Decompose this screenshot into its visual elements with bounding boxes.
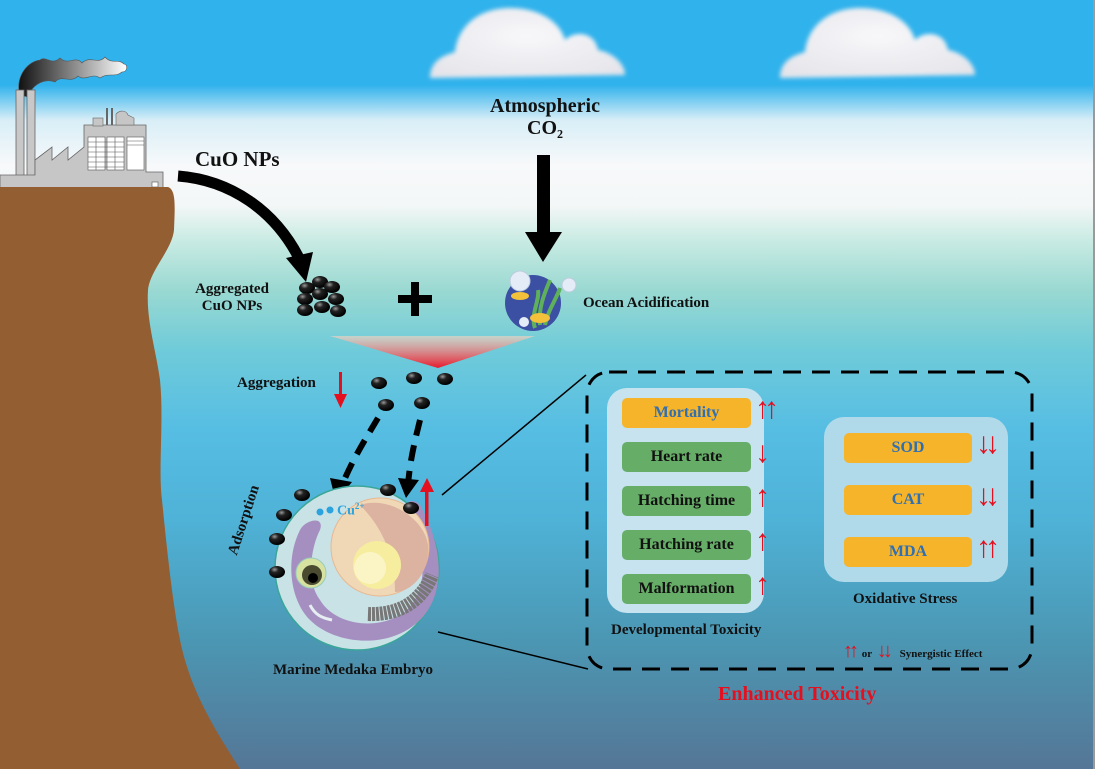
- cuo-nps-label: CuO NPs: [195, 147, 280, 171]
- cloud-icon: [780, 8, 975, 78]
- aggregated-nanoparticles-icon: [297, 276, 346, 317]
- legend-or-text: or: [861, 648, 873, 660]
- atmospheric-text: Atmospheric: [490, 95, 600, 117]
- factory-icon: [0, 56, 164, 189]
- synergistic-effect-legend: ↑↑ or ↓↓ Synergistic Effect: [843, 640, 982, 662]
- aggregated-cuo-text: CuO NPs: [201, 297, 263, 314]
- funnel-shape: [330, 336, 535, 368]
- co2-arrow-icon: [537, 155, 550, 235]
- increase-arrow-icon: ↑: [755, 480, 770, 513]
- plus-icon: [398, 282, 432, 316]
- decrease-arrow-icon: ↓↓: [976, 427, 1000, 460]
- aggregation-label: Aggregation: [237, 375, 316, 391]
- cloud-icon: [430, 8, 625, 78]
- cu-uptake-up-arrow-icon: [420, 478, 434, 526]
- toxicity-dashed-box: [585, 370, 1034, 671]
- curved-arrow-icon: [177, 170, 305, 263]
- indicator-heart-rate: Heart rate: [622, 442, 751, 472]
- double-up-arrow-icon: ↑↑: [843, 640, 859, 662]
- zoom-connector-line: [437, 631, 589, 670]
- indicator-hatching-time: Hatching time: [622, 486, 751, 516]
- legend-text: Synergistic Effect: [899, 648, 983, 660]
- aggregated-cuo-label: Aggregated CuO NPs: [182, 281, 282, 314]
- co2-text: CO₂: [527, 117, 563, 139]
- nanoparticle-icon: [371, 372, 453, 411]
- page-edge: [1093, 0, 1095, 769]
- ocean-acidification-icon: [505, 270, 577, 331]
- indicator-malformation: Malformation: [622, 574, 751, 604]
- indicator-hatching-rate: Hatching rate: [622, 530, 751, 560]
- increase-arrow-icon: ↑↑: [976, 531, 1000, 564]
- embryo-label: Marine Medaka Embryo: [273, 662, 433, 678]
- adsorbed-nanoparticle-icon: [269, 484, 419, 578]
- ocean-acidification-label: Ocean Acidification: [583, 295, 710, 311]
- enhanced-toxicity-label: Enhanced Toxicity: [718, 683, 877, 705]
- cu-ion-label: Cu2+: [337, 501, 365, 519]
- cu-ion-charge: 2+: [354, 501, 365, 511]
- cu-ion-dots-icon: [316, 506, 334, 516]
- dashed-arrow-icon: [405, 419, 423, 486]
- oxidative-stress-title: Oxidative Stress: [853, 591, 958, 607]
- aggregated-text: Aggregated: [195, 281, 269, 297]
- indicator-mda: MDA: [844, 537, 972, 567]
- decrease-arrow-icon: ↓↓: [976, 479, 1000, 512]
- cu-ion-text: Cu: [337, 503, 355, 519]
- developmental-toxicity-title: Developmental Toxicity: [611, 622, 762, 638]
- embryo-icon: [274, 485, 440, 651]
- increase-arrow-icon: ↑: [755, 524, 770, 557]
- dashed-arrow-icon: [337, 416, 381, 492]
- double-down-arrow-icon: ↓↓: [876, 640, 893, 662]
- cliff-shape: [0, 187, 240, 769]
- atmospheric-co2-label: Atmospheric CO₂: [470, 95, 620, 139]
- increase-arrow-icon: ↑↑: [755, 392, 779, 425]
- indicator-sod: SOD: [844, 433, 972, 463]
- aggregation-down-arrow-icon: [334, 372, 347, 408]
- decrease-arrow-icon: ↓: [755, 436, 770, 469]
- indicator-cat: CAT: [844, 485, 972, 515]
- indicator-mortality: Mortality: [622, 398, 751, 428]
- increase-arrow-icon: ↑: [755, 568, 770, 601]
- zoom-connector-line: [441, 374, 587, 496]
